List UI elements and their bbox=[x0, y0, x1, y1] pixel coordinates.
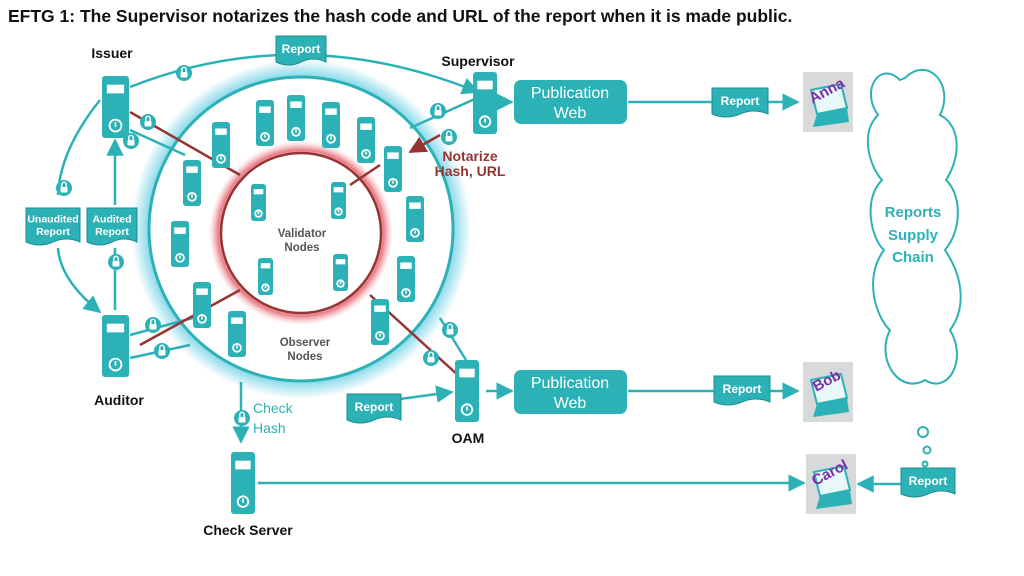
validator-label-1: Validator bbox=[278, 228, 327, 240]
document-text: Report bbox=[909, 474, 948, 488]
node-server bbox=[406, 196, 424, 242]
node-server bbox=[357, 117, 375, 163]
reports-supply-chain-cloud: Reports Supply Chain bbox=[866, 68, 962, 468]
lock-icon bbox=[441, 129, 457, 145]
report-documents: ReportReportUnauditedReportAuditedReport… bbox=[25, 35, 956, 498]
lock-icon bbox=[430, 103, 446, 119]
node-server bbox=[193, 282, 211, 328]
publication-web-top[interactable]: Publication Web bbox=[514, 80, 627, 124]
check-server-label: Check Server bbox=[203, 522, 293, 538]
node-server bbox=[287, 95, 305, 141]
observer-label-1: Observer bbox=[280, 337, 331, 349]
node-server bbox=[322, 102, 340, 148]
notarize-label-2: Hash, URL bbox=[435, 163, 506, 179]
lock-icon bbox=[154, 343, 170, 359]
supervisor-server-icon bbox=[473, 72, 497, 134]
node-server bbox=[212, 122, 230, 168]
node-server bbox=[183, 160, 201, 206]
publication-web-label-1: Publication bbox=[531, 85, 609, 102]
document-text: Report bbox=[95, 226, 129, 238]
laptop-anna[interactable]: Anna bbox=[803, 72, 853, 132]
actor-servers bbox=[102, 72, 497, 514]
node-server bbox=[256, 100, 274, 146]
oam-server-icon bbox=[455, 360, 479, 422]
node-server bbox=[258, 258, 273, 295]
node-server bbox=[397, 256, 415, 302]
laptop-carol[interactable]: Carol bbox=[806, 454, 856, 514]
document-text: Report bbox=[355, 400, 394, 414]
auditor-server-icon bbox=[102, 315, 129, 377]
node-server bbox=[333, 254, 348, 291]
observer-label-2: Nodes bbox=[287, 351, 322, 363]
report-doc-oam: Report bbox=[346, 393, 402, 424]
node-server bbox=[384, 146, 402, 192]
document-text: Audited bbox=[92, 213, 131, 225]
document-text: Report bbox=[723, 382, 762, 396]
report-doc-anna: Report bbox=[711, 87, 769, 118]
lock-icon bbox=[442, 322, 458, 338]
cloud-line-3: Chain bbox=[892, 249, 934, 266]
node-server bbox=[331, 182, 346, 219]
cloud-line-1: Reports bbox=[885, 204, 942, 221]
issuer-label: Issuer bbox=[91, 45, 133, 61]
issuer-server-icon bbox=[102, 76, 129, 138]
validator-label-2: Nodes bbox=[284, 242, 319, 254]
lock-icon bbox=[140, 114, 156, 130]
node-servers bbox=[171, 95, 424, 357]
lock-icon bbox=[176, 65, 192, 81]
document-text: Report bbox=[282, 42, 321, 56]
report-doc-carol: Report bbox=[900, 467, 956, 498]
lock-icon bbox=[423, 350, 439, 366]
laptop-bob[interactable]: Bob bbox=[803, 362, 853, 422]
check-server-icon bbox=[231, 452, 255, 514]
document-text: Report bbox=[721, 94, 760, 108]
lock-icons bbox=[56, 65, 458, 426]
lock-icon bbox=[145, 317, 161, 333]
publication-web-label-1: Publication bbox=[531, 375, 609, 392]
lock-icon bbox=[108, 254, 124, 270]
publication-web-bottom[interactable]: Publication Web bbox=[514, 370, 627, 414]
supervisor-label: Supervisor bbox=[441, 53, 515, 69]
auditor-label: Auditor bbox=[94, 392, 144, 408]
node-server bbox=[171, 221, 189, 267]
node-server bbox=[251, 184, 266, 221]
report-doc-bob: Report bbox=[713, 375, 771, 406]
node-server bbox=[228, 311, 246, 357]
publication-web-label-2: Web bbox=[554, 105, 587, 122]
check-hash-label-1: Check bbox=[253, 400, 294, 416]
lock-icon bbox=[234, 410, 250, 426]
document-text: Unaudited bbox=[27, 213, 78, 225]
publication-web-label-2: Web bbox=[554, 395, 587, 412]
lock-icon bbox=[56, 180, 72, 196]
oam-label: OAM bbox=[452, 430, 485, 446]
lock-icon bbox=[123, 133, 139, 149]
cloud-line-2: Supply bbox=[888, 227, 939, 244]
node-server bbox=[371, 299, 389, 345]
page-title: EFTG 1: The Supervisor notarizes the has… bbox=[8, 6, 793, 26]
notarize-label-1: Notarize bbox=[442, 148, 497, 164]
check-hash-label-2: Hash bbox=[253, 420, 286, 436]
document-text: Report bbox=[36, 226, 70, 238]
report-doc-top: Report bbox=[275, 35, 327, 66]
